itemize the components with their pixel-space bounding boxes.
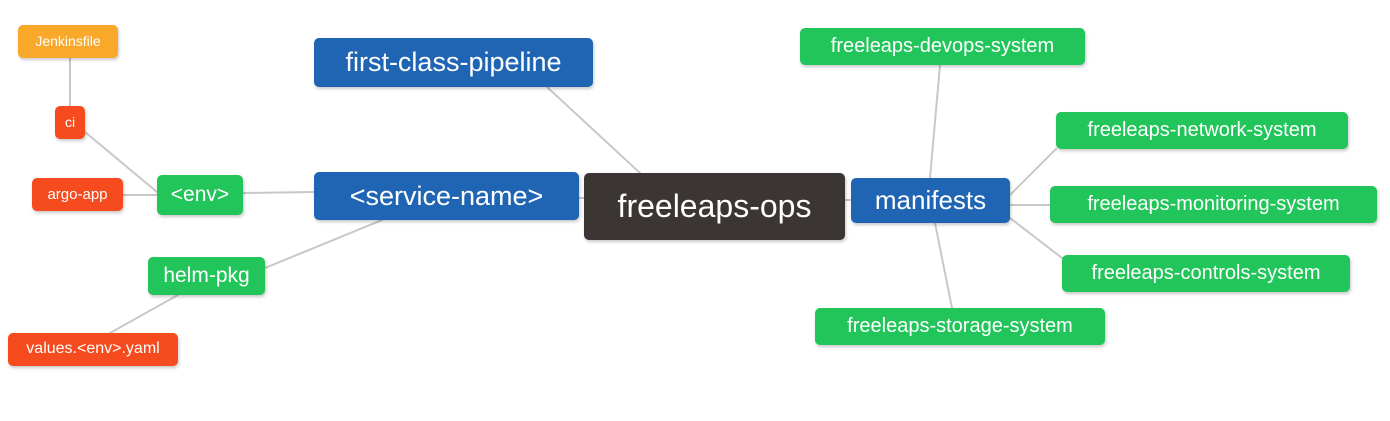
node-freeleaps-monitoring-system[interactable]: freeleaps-monitoring-system (1050, 186, 1377, 223)
node-label-ci: ci (64, 114, 76, 131)
node-freeleaps-network-system[interactable]: freeleaps-network-system (1056, 112, 1348, 149)
edge-env-to-service-name (242, 191, 315, 194)
node-label-helm-pkg: helm-pkg (163, 263, 250, 287)
edge-manifests-to-freeleaps-controls-system (1009, 217, 1063, 259)
edge-helm-pkg-to-values-env-yaml (109, 294, 179, 334)
node-manifests[interactable]: manifests (851, 178, 1010, 223)
node-jenkinsfile[interactable]: Jenkinsfile (18, 25, 118, 58)
node-service-name[interactable]: <service-name> (314, 172, 579, 220)
node-label-values-env-yaml: values.<env>.yaml (26, 340, 160, 358)
node-freeleaps-ops[interactable]: freeleaps-ops (584, 173, 845, 240)
node-freeleaps-controls-system[interactable]: freeleaps-controls-system (1062, 255, 1350, 292)
node-label-freeleaps-storage-system: freeleaps-storage-system (847, 315, 1073, 337)
node-label-freeleaps-controls-system: freeleaps-controls-system (1091, 262, 1321, 284)
edge-service-name-to-helm-pkg (264, 219, 383, 269)
node-label-service-name: <service-name> (349, 180, 544, 211)
node-label-freeleaps-devops-system: freeleaps-devops-system (830, 35, 1055, 57)
edge-manifests-to-freeleaps-storage-system (934, 222, 953, 309)
node-freeleaps-devops-system[interactable]: freeleaps-devops-system (800, 28, 1085, 65)
node-label-first-class-pipeline: first-class-pipeline (345, 47, 562, 78)
node-ci[interactable]: ci (55, 106, 85, 139)
node-values-env-yaml[interactable]: values.<env>.yaml (8, 333, 178, 366)
edge-manifests-to-freeleaps-network-system (1009, 148, 1057, 196)
node-freeleaps-storage-system[interactable]: freeleaps-storage-system (815, 308, 1105, 345)
node-label-jenkinsfile: Jenkinsfile (35, 33, 101, 50)
node-label-freeleaps-monitoring-system: freeleaps-monitoring-system (1087, 193, 1340, 215)
node-label-freeleaps-ops: freeleaps-ops (617, 187, 812, 224)
node-env[interactable]: <env> (157, 175, 243, 215)
node-helm-pkg[interactable]: helm-pkg (148, 257, 265, 295)
node-label-env: <env> (170, 182, 230, 206)
node-first-class-pipeline[interactable]: first-class-pipeline (314, 38, 593, 87)
edge-manifests-to-freeleaps-devops-system (929, 64, 941, 179)
node-label-freeleaps-network-system: freeleaps-network-system (1087, 119, 1317, 141)
node-argo-app[interactable]: argo-app (32, 178, 123, 211)
node-label-manifests: manifests (874, 184, 987, 215)
node-label-argo-app: argo-app (47, 185, 108, 203)
edge-first-class-pipeline-to-freeleaps-ops (546, 86, 641, 174)
